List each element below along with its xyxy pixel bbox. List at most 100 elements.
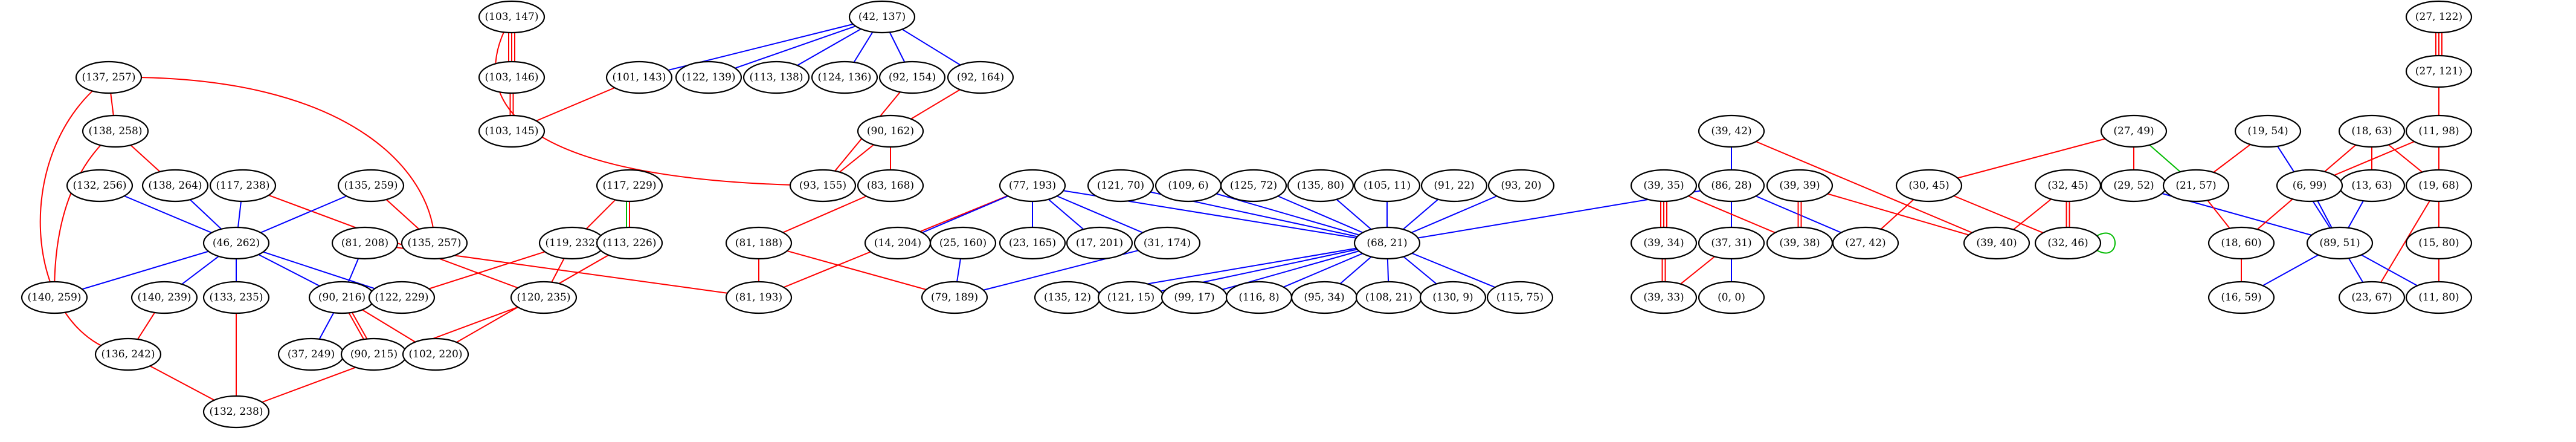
graph-edge (1188, 185, 1388, 244)
graph-node: (32, 46) (2034, 226, 2102, 260)
node-label: (81, 193) (735, 291, 782, 304)
node-label: (21, 57) (2175, 180, 2216, 192)
graph-node: (132, 256) (66, 169, 134, 203)
node-label: (121, 70) (1097, 180, 1144, 192)
node-label: (15, 80) (2418, 237, 2459, 249)
graph-node: (19, 68) (2405, 169, 2473, 203)
node-ellipse (2405, 54, 2473, 88)
graph-node: (135, 259) (337, 169, 405, 203)
node-label: (109, 6) (1168, 180, 1208, 192)
node-label: (37, 31) (1711, 237, 1751, 249)
graph-node: (25, 160) (929, 226, 997, 260)
graph-node: (21, 57) (2162, 169, 2230, 203)
graph-edge (54, 131, 116, 298)
graph-node: (125, 72) (1220, 169, 1287, 203)
node-label: (27, 42) (1845, 237, 1885, 249)
node-label: (79, 189) (931, 291, 978, 304)
node-label: (113, 226) (603, 237, 657, 249)
graph-node: (113, 138) (742, 60, 810, 94)
node-label: (116, 8) (1238, 291, 1279, 304)
graph-node: (39, 34) (1630, 226, 1698, 260)
graph-node: (93, 155) (789, 169, 857, 203)
node-label: (37, 249) (288, 348, 335, 360)
node-ellipse (2405, 169, 2473, 203)
node-label: (46, 262) (213, 237, 260, 249)
graph-node: (86, 28) (1698, 169, 1765, 203)
node-ellipse (1420, 169, 1488, 203)
node-label: (95, 34) (1304, 291, 1344, 304)
graph-node: (116, 8) (1225, 281, 1293, 314)
graph-node: (11, 80) (2405, 281, 2473, 314)
node-label: (93, 155) (799, 180, 846, 192)
graph-node: (39, 42) (1698, 114, 1765, 148)
graph-node: (103, 146) (478, 60, 546, 94)
node-ellipse (2306, 226, 2374, 260)
graph-node: (92, 164) (947, 60, 1014, 94)
graph-node: (130, 9) (1419, 281, 1487, 314)
node-ellipse (1630, 281, 1698, 314)
node-ellipse (1487, 169, 1555, 203)
graph-node: (42, 137) (848, 0, 916, 34)
node-ellipse (75, 60, 143, 94)
node-ellipse (2207, 226, 2275, 260)
node-label: (90, 215) (350, 348, 398, 360)
node-label: (68, 21) (1367, 237, 1407, 249)
node-label: (137, 257) (82, 71, 136, 83)
node-label: (27, 122) (2415, 11, 2462, 23)
graph-edge (1194, 242, 1388, 298)
node-label: (16, 59) (2221, 291, 2261, 304)
graph-node: (0, 0) (1698, 281, 1765, 314)
node-label: (108, 21) (1365, 291, 1412, 304)
node-label: (42, 137) (858, 11, 906, 23)
node-label: (136, 242) (101, 348, 155, 360)
graph-node: (135, 80) (1287, 169, 1354, 203)
node-ellipse (1698, 169, 1765, 203)
node-ellipse (2338, 114, 2406, 148)
nodes-layer: (103, 147)(103, 146)(103, 145)(101, 143)… (21, 0, 2473, 429)
graph-node: (122, 139) (675, 60, 742, 94)
node-label: (86, 28) (1711, 180, 1751, 192)
node-ellipse (2405, 0, 2473, 34)
node-ellipse (1963, 226, 2030, 260)
graph-node: (133, 235) (202, 281, 270, 314)
graph-node: (124, 136) (811, 60, 878, 94)
node-label: (30, 45) (1908, 180, 1949, 192)
node-label: (6, 99) (2293, 180, 2327, 192)
graph-node: (136, 242) (94, 337, 162, 371)
node-ellipse (1698, 114, 1765, 148)
node-ellipse (725, 281, 793, 314)
node-label: (99, 17) (1174, 291, 1214, 304)
graph-edge (1799, 185, 1997, 244)
node-label: (39, 42) (1711, 125, 1751, 137)
node-ellipse (1766, 169, 1834, 203)
node-ellipse (130, 281, 198, 314)
graph-edge (1928, 131, 2134, 186)
node-label: (92, 154) (889, 71, 936, 83)
node-label: (140, 259) (28, 291, 82, 304)
node-label: (39, 34) (1643, 237, 1684, 249)
node-label: (0, 0) (1718, 291, 1745, 304)
node-ellipse (1133, 226, 1201, 260)
node-label: (132, 256) (73, 180, 127, 192)
node-label: (23, 165) (1009, 237, 1056, 249)
graph-node: (138, 264) (141, 169, 209, 203)
node-label: (92, 164) (957, 71, 1004, 83)
graph-node: (17, 201) (1066, 226, 1133, 260)
node-ellipse (878, 60, 946, 94)
node-ellipse (401, 226, 468, 260)
node-label: (130, 9) (1432, 291, 1473, 304)
node-ellipse (402, 337, 469, 371)
node-label: (103, 146) (485, 71, 539, 83)
graph-node: (6, 99) (2276, 169, 2343, 203)
node-label: (32, 46) (2047, 237, 2088, 249)
node-ellipse (921, 281, 988, 314)
node-label: (27, 49) (2113, 125, 2154, 137)
graph-node: (15, 80) (2405, 226, 2473, 260)
graph-node: (115, 75) (1486, 281, 1554, 314)
node-label: (135, 257) (408, 237, 462, 249)
graph-node: (81, 193) (725, 281, 793, 314)
graph-node: (77, 193) (999, 169, 1066, 203)
node-ellipse (2405, 281, 2473, 314)
graph-node: (140, 239) (130, 281, 198, 314)
graph-node: (102, 220) (402, 337, 469, 371)
